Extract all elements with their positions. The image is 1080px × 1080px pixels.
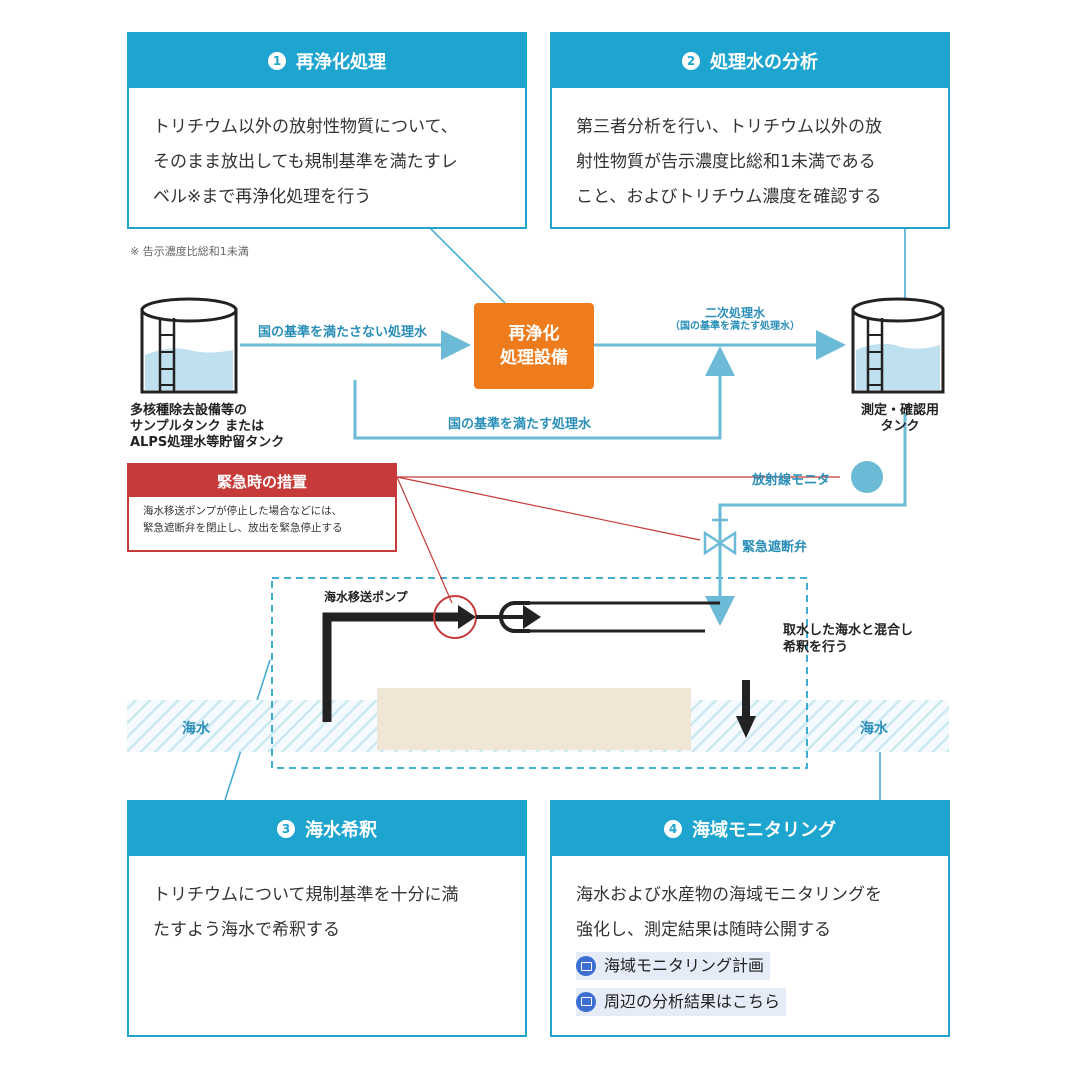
re-purification-facility: 再浄化 処理設備 bbox=[474, 303, 594, 389]
connector-box1 bbox=[429, 227, 506, 304]
number-badge: 4 bbox=[664, 820, 682, 838]
link-monitoring-plan[interactable]: 海域モニタリング計画 bbox=[576, 952, 771, 980]
box1-line: そのまま放出しても規制基準を満たすレ bbox=[153, 152, 458, 172]
source-tank-label: 多核種除去設備等の サンプルタンク または ALPS処理水等貯留タンク bbox=[130, 403, 285, 450]
emergency-title: 緊急時の措置 bbox=[129, 465, 395, 497]
box1-header: 1 再浄化処理 bbox=[129, 34, 525, 88]
box2-line: 射性物質が告示濃度比総和1未満である bbox=[576, 152, 876, 172]
box4-header: 4 海域モニタリング bbox=[552, 802, 948, 856]
flow-not-meet-label: 国の基準を満たさない処理水 bbox=[258, 325, 428, 340]
box3-title: 海水希釈 bbox=[305, 820, 377, 841]
radiation-monitor-label: 放射線モニタ bbox=[752, 473, 831, 488]
box4-line: 強化し、測定結果は随時公開する bbox=[576, 920, 831, 940]
box1-text: トリチウム以外の放射性物質について、 そのまま放出しても規制基準を満たすレ ベル… bbox=[129, 88, 525, 215]
pump-label: 海水移送ポンプ bbox=[324, 590, 408, 604]
source-tank-icon bbox=[140, 297, 238, 394]
emergency-text: 海水移送ポンプが停止した場合などには、 緊急遮断弁を閉止し、放出を緊急停止する bbox=[143, 505, 343, 534]
dilution-area bbox=[271, 577, 808, 769]
emergency-line-pump bbox=[396, 476, 453, 604]
box1-line: ベル※まで再浄化処理を行う bbox=[153, 187, 372, 207]
emergency-valve-label: 緊急遮断弁 bbox=[742, 540, 808, 555]
box3-line: トリチウムについて規制基準を十分に満 bbox=[153, 885, 459, 905]
link-label: 周辺の分析結果はこちら bbox=[604, 991, 781, 1011]
box-dilution: 3 海水希釈 トリチウムについて規制基準を十分に満 たすよう海水で希釈する bbox=[127, 800, 527, 1037]
box2-title: 処理水の分析 bbox=[710, 52, 818, 73]
emergency-line-valve bbox=[396, 476, 701, 541]
check-tank-icon bbox=[851, 297, 945, 394]
seawater-left-label: 海水 bbox=[182, 721, 210, 737]
seabed-block bbox=[377, 688, 691, 750]
box-re-purification: 1 再浄化処理 トリチウム以外の放射性物質について、 そのまま放出しても規制基準… bbox=[127, 32, 527, 229]
box1-title: 再浄化処理 bbox=[296, 52, 386, 73]
box2-line: こと、およびトリチウム濃度を確認する bbox=[576, 187, 882, 207]
mix-label: 取水した海水と混合し 希釈を行う bbox=[783, 623, 914, 655]
box2-line: 第三者分析を行い、トリチウム以外の放 bbox=[576, 117, 882, 137]
check-tank-label: 測定・確認用 タンク bbox=[860, 403, 939, 434]
box1-line: トリチウム以外の放射性物質について、 bbox=[153, 117, 458, 137]
box4-line: 海水および水産物の海域モニタリングを bbox=[576, 885, 882, 905]
flow-meet-label: 国の基準を満たす処理水 bbox=[448, 417, 592, 432]
emergency-valve-icon bbox=[703, 518, 737, 556]
flow-meet-arrow bbox=[353, 346, 735, 440]
emergency-measures-box: 緊急時の措置 海水移送ポンプが停止した場合などには、 緊急遮断弁を閉止し、放出を… bbox=[127, 463, 397, 552]
box2-header: 2 処理水の分析 bbox=[552, 34, 948, 88]
box-sea-monitoring: 4 海域モニタリング 海水および水産物の海域モニタリングを 強化し、測定結果は随… bbox=[550, 800, 950, 1037]
box3-header: 3 海水希釈 bbox=[129, 802, 525, 856]
number-badge: 2 bbox=[682, 52, 700, 70]
box-analysis: 2 処理水の分析 第三者分析を行い、トリチウム以外の放 射性物質が告示濃度比総和… bbox=[550, 32, 950, 229]
link-label: 海域モニタリング計画 bbox=[604, 956, 765, 975]
link-analysis-results[interactable]: 周辺の分析結果はこちら bbox=[576, 987, 787, 1016]
external-link-icon bbox=[576, 991, 596, 1012]
seawater-right-label: 海水 bbox=[860, 721, 888, 737]
box3-text: トリチウムについて規制基準を十分に満 たすよう海水で希釈する bbox=[129, 856, 525, 948]
number-badge: 1 bbox=[268, 52, 286, 70]
box4-title: 海域モニタリング bbox=[692, 820, 836, 841]
radiation-monitor-icon bbox=[851, 461, 883, 493]
box3-line: たすよう海水で希釈する bbox=[153, 920, 340, 940]
intake-pipe bbox=[322, 612, 463, 722]
secondary-water-label: 二次処理水 （国の基準を満たす処理水） bbox=[670, 306, 800, 332]
footnote: ※ 告示濃度比総和1未満 bbox=[130, 245, 249, 258]
flow-to-sea bbox=[705, 412, 907, 626]
box2-text: 第三者分析を行い、トリチウム以外の放 射性物質が告示濃度比総和1未満である こと… bbox=[552, 88, 948, 215]
box4-text: 海水および水産物の海域モニタリングを 強化し、測定結果は随時公開する 海域モニタ… bbox=[552, 856, 948, 1019]
external-link-icon bbox=[576, 956, 596, 976]
number-badge: 3 bbox=[277, 820, 295, 838]
